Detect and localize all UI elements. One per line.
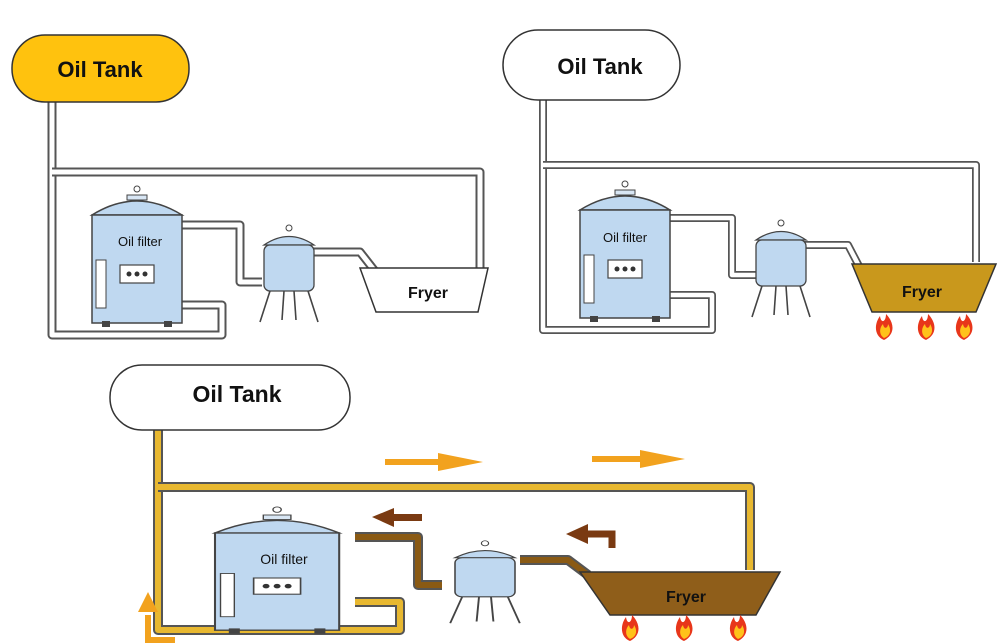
panel-3-return-arrow-left-icon — [372, 508, 422, 527]
panel-3-flame-icon — [675, 615, 693, 641]
panel-2-flame-icon — [875, 314, 893, 340]
panel-1-filter-machine — [91, 185, 183, 328]
panel-1-oil-tank — [11, 34, 190, 103]
panel-2-pipes — [539, 98, 980, 334]
panel-3-pipes — [153, 430, 755, 635]
panel-2-filter-label: Oil filter — [603, 230, 648, 245]
panel-3-tank-label: Oil Tank — [192, 381, 281, 407]
panel-3-flame-icon — [729, 615, 747, 641]
panel-1: Oil Tank Oil filter Fryer — [11, 34, 489, 340]
panel-2-tank-label: Oil Tank — [557, 54, 643, 79]
panel-3-filter-machine — [213, 505, 341, 635]
panel-3-flow-arrow-up-icon — [138, 592, 175, 643]
panel-2-fryer — [850, 263, 998, 313]
panel-2-flame-icon — [955, 314, 973, 340]
panel-1-fryer-label: Fryer — [408, 285, 448, 302]
panel-3-filter-label: Oil filter — [260, 551, 308, 567]
panel-1-fryer — [358, 267, 489, 313]
panel-2-fryer-label: Fryer — [902, 284, 942, 301]
panel-1-tank-label: Oil Tank — [57, 57, 143, 82]
panel-1-filter-label: Oil filter — [118, 234, 163, 249]
panel-2-filter-machine — [579, 180, 671, 323]
panel-3-fryer-label: Fryer — [666, 589, 706, 606]
panel-2-pump — [751, 219, 811, 318]
panel-3-return-arrow-curve-icon — [566, 524, 616, 548]
panel-2: Oil Tank Oil filter Fryer — [502, 29, 998, 340]
panel-3-flow-arrow-right-icon — [592, 450, 685, 468]
panel-3: Oil Tank Oil filter Fryer — [109, 364, 782, 643]
panel-3-flame-icon — [621, 615, 639, 641]
panel-1-pump — [259, 224, 319, 323]
panel-2-oil-tank — [502, 29, 681, 101]
panel-3-pump — [449, 539, 521, 625]
panel-2-flame-icon — [917, 314, 935, 340]
panel-3-flow-arrow-right-icon — [385, 453, 483, 471]
panel-3-fryer — [578, 571, 782, 616]
panel-3-oil-tank — [109, 364, 351, 431]
panel-1-pipes — [47, 100, 485, 340]
